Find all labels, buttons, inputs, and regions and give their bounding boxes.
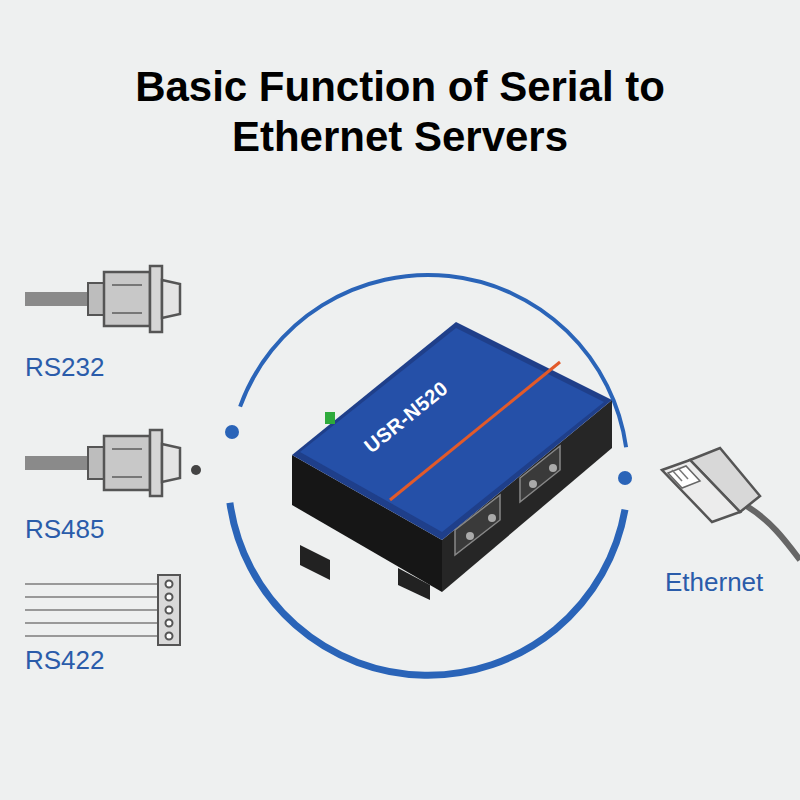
interface-label: RS422 [25, 645, 105, 676]
interface-label: Ethernet [665, 567, 763, 598]
device-label: USR-N520 [360, 377, 453, 458]
db9-connector [25, 430, 180, 496]
device-name: USR-N520 [360, 377, 453, 458]
terminal-block [25, 575, 180, 645]
ring-dot [618, 471, 632, 485]
dot [191, 465, 201, 475]
rj45-plug [662, 448, 800, 560]
db9-connector [25, 266, 180, 332]
ring-dot [225, 425, 239, 439]
interface-label: RS232 [25, 352, 105, 383]
diagram-title: Basic Function of Serial to Ethernet Ser… [100, 62, 700, 162]
interface-label: RS485 [25, 514, 105, 545]
device-housing [292, 322, 612, 600]
